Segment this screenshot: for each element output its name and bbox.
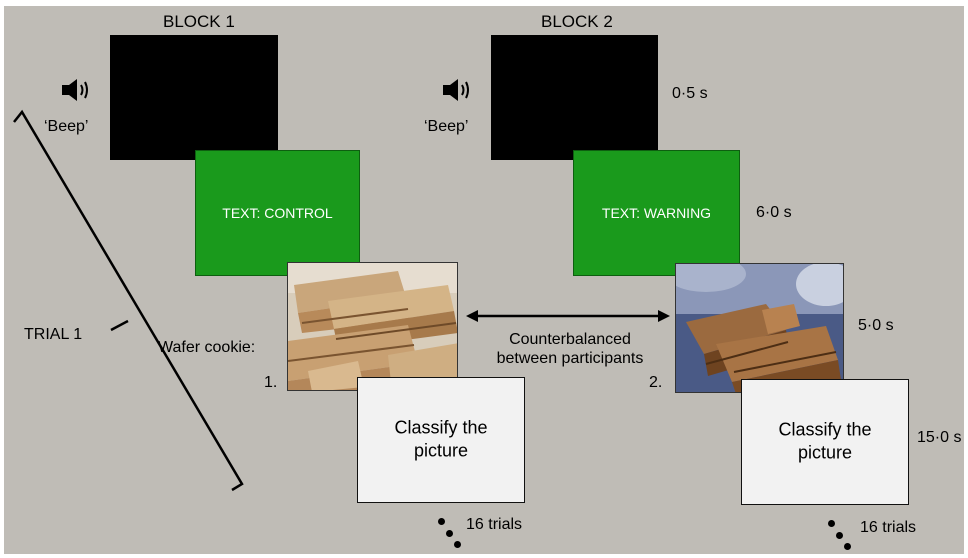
duration-classify: 15·0 s <box>917 429 962 446</box>
food-label: Wafer cookie: <box>158 339 256 356</box>
block2-beep-label: ‘Beep’ <box>424 118 469 135</box>
block2-text-screen-label: TEXT: WARNING <box>601 205 712 221</box>
wafer-photo-2 <box>675 263 844 393</box>
block2-beep-screen <box>491 35 658 160</box>
ellipsis-dot <box>446 530 453 537</box>
block2-classify-text: Classify the picture <box>778 419 872 463</box>
counterbalanced-label: Counterbalanced between participants <box>496 331 644 368</box>
wafer-image-2 <box>676 264 843 392</box>
block2-image-number: 2. <box>649 374 663 391</box>
counterbalance-double-arrow <box>466 310 670 322</box>
ellipsis-dot <box>844 543 851 550</box>
wafer-image-1 <box>288 263 457 390</box>
block1-classify-screen: Classify the picture <box>357 377 525 503</box>
block2-text-screen: TEXT: WARNING <box>573 150 740 276</box>
block1-image-number: 1. <box>264 374 278 391</box>
block1-classify-text: Classify the picture <box>394 417 488 461</box>
ellipsis-dot <box>828 520 835 527</box>
block1-beep-label: ‘Beep’ <box>44 118 89 135</box>
speaker-icon <box>62 79 88 101</box>
trial-bracket <box>13 109 244 492</box>
duration-beep: 0·5 s <box>672 85 708 102</box>
block1-beep-screen <box>110 35 278 160</box>
block2-classify-screen: Classify the picture <box>741 379 909 505</box>
ellipsis-dot <box>454 541 461 548</box>
trial-label: TRIAL 1 <box>24 326 83 343</box>
block1-text-screen: TEXT: CONTROL <box>195 150 360 276</box>
duration-text: 6·0 s <box>756 204 792 221</box>
ellipsis-dot <box>438 518 445 525</box>
wafer-photo-1 <box>287 262 458 391</box>
block2-trials: 16 trials <box>860 519 917 536</box>
block2-title: BLOCK 2 <box>541 12 613 31</box>
ellipsis-dot <box>836 532 843 539</box>
speaker-icon <box>443 79 469 101</box>
block1-text-screen-label: TEXT: CONTROL <box>222 205 333 221</box>
duration-picture: 5·0 s <box>858 317 894 334</box>
block1-trials: 16 trials <box>466 516 523 533</box>
block1-title: BLOCK 1 <box>163 12 235 31</box>
